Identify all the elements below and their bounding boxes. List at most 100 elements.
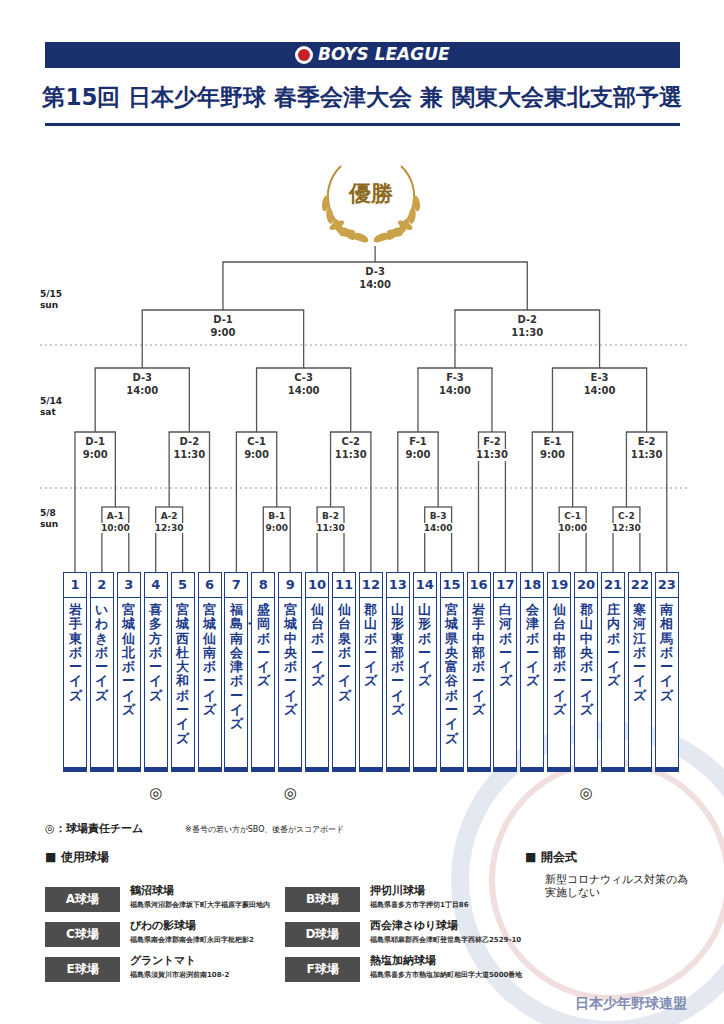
team-name: 仙台泉ボーイズ: [338, 603, 351, 703]
team-number: 3: [118, 573, 140, 598]
team-number: 17: [494, 573, 516, 598]
bracket-line: [236, 432, 237, 572]
venue-tag: E球場: [45, 957, 120, 982]
trophy-text: 優勝: [349, 181, 393, 206]
team-number: 18: [521, 573, 543, 598]
team-box: 3宮城仙北ボーイズ: [117, 572, 141, 772]
bracket-line: [437, 432, 438, 507]
match-id: C-1: [563, 511, 582, 521]
day-divider: [40, 345, 690, 346]
venue-address: 福島県喜多方市字押切1丁目86: [370, 901, 469, 909]
team-number: 10: [306, 573, 328, 598]
match-id: F-3: [445, 372, 465, 384]
header-bar: [45, 42, 680, 68]
match-time: 14:00: [287, 385, 321, 397]
bracket-line: [491, 368, 492, 432]
venue-tag: F球場: [285, 957, 360, 982]
bracket-line: [303, 310, 304, 368]
team-name: いわきボーイズ: [95, 603, 108, 703]
bracket-line: [316, 507, 317, 572]
bracket-line: [559, 507, 560, 572]
section-heading: ■ 使用球場: [45, 851, 109, 865]
team-box: 6宮城仙南ボーイズ: [198, 572, 222, 772]
venue-address: 福島県須賀川市岩渕前南108-2: [130, 971, 229, 979]
team-number: 9: [279, 573, 301, 598]
match-time: 12:30: [154, 523, 185, 533]
match-id: D-1: [212, 314, 234, 326]
host-mark: ◎: [149, 785, 162, 802]
watermark-ring: [492, 762, 724, 998]
team-name: 岩手中部ボーイズ: [472, 603, 485, 717]
match-time: 9:00: [243, 449, 270, 461]
team-name: 盛岡ボーイズ: [257, 603, 270, 689]
match-id: A-2: [160, 511, 179, 521]
team-number: 11: [333, 573, 355, 598]
bracket-line: [222, 262, 223, 310]
team-box: 14山形ボーイズ: [413, 572, 437, 772]
team-name: 仙台中部ボーイズ: [553, 603, 566, 717]
match-time: 14:00: [583, 385, 617, 397]
laurel: [321, 166, 421, 244]
venue-address: 福島県河沼郡会津坂下町大字福原字蕨田地内: [130, 901, 270, 909]
venue-tag: A球場: [45, 887, 120, 912]
weekday: sun: [40, 300, 58, 310]
venue-code: C球場: [66, 927, 99, 941]
logo-emblem: [295, 46, 313, 64]
team-box: 13山形東部ボーイズ: [386, 572, 410, 772]
bracket-line: [209, 432, 210, 572]
bracket-line: [276, 432, 277, 507]
team-box: 12郡山ボーイズ: [359, 572, 383, 772]
laurel-leaf: [396, 219, 413, 232]
team-name: 宮城県央富谷ボーイズ: [445, 603, 458, 746]
bracket-line: [552, 368, 553, 432]
bracket-line: [115, 432, 116, 507]
match-time: 9:00: [405, 449, 432, 461]
bracket-line: [451, 507, 452, 572]
team-box: 8盛岡ボーイズ: [251, 572, 275, 772]
match-id: E-3: [590, 372, 610, 384]
team-number: 16: [468, 573, 490, 598]
match-id: E-2: [637, 436, 657, 448]
team-number: 20: [575, 573, 597, 598]
bracket-line: [612, 507, 613, 572]
bracket-line: [101, 507, 102, 572]
bracket-line: [182, 507, 183, 572]
match-time: 11:30: [510, 327, 544, 339]
legend-note: ◎：球場責任チーム: [45, 823, 143, 836]
team-box: 2いわきボーイズ: [90, 572, 114, 772]
team-number: 21: [602, 573, 624, 598]
team-box: 22寒河江ボーイズ: [628, 572, 652, 772]
match-id: C-2: [617, 511, 636, 521]
note: 新型コロナウィルス対策の為 実施しない: [545, 874, 695, 899]
team-number: 14: [414, 573, 436, 598]
bracket-line: [142, 310, 143, 368]
venue-tag: D球場: [285, 922, 360, 947]
match-id: B-2: [321, 511, 340, 521]
bracket-line: [599, 310, 600, 368]
bracket-line: [639, 507, 640, 572]
venue-address: 福島県喜多方市熱塩加納町相田字大道5000番地: [370, 971, 522, 979]
team-number: 15: [441, 573, 463, 598]
match-time: 14:00: [125, 385, 159, 397]
match-time: 14:00: [423, 523, 454, 533]
venue-name: 押切川球場: [370, 885, 425, 898]
weekday: sun: [40, 519, 58, 529]
match-id: F-2: [482, 436, 502, 448]
team-name: 寒河江ボーイズ: [633, 603, 646, 703]
title-rule: [45, 123, 680, 126]
laurel-leaf: [328, 219, 345, 232]
venue-code: E球場: [66, 962, 98, 976]
bracket-line: [290, 507, 291, 572]
bracket-line: [454, 310, 455, 368]
team-name: 庄内ボーイズ: [607, 603, 620, 689]
match-id: C-2: [340, 436, 361, 448]
title: 第15回 日本少年野球 春季会津大会 兼 関東大会東北支部予選: [0, 82, 724, 113]
bracket-line: [417, 368, 418, 432]
team-number: 7: [225, 573, 247, 598]
venue-name: 鶴沼球場: [130, 885, 174, 898]
team-box: 23南相馬ボーイズ: [655, 572, 679, 772]
match-time: 9:00: [265, 523, 289, 533]
match-time: 10:00: [557, 523, 588, 533]
bracket-line: [74, 432, 75, 572]
